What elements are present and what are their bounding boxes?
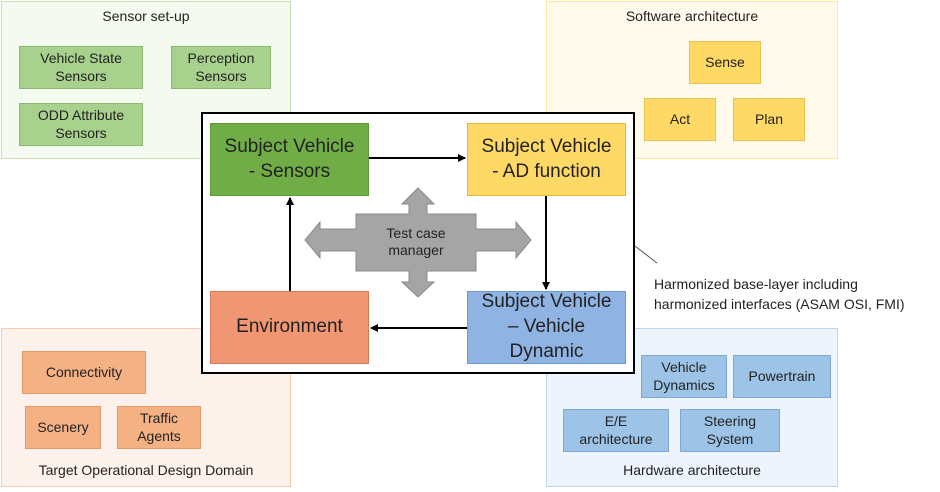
vehicle-state-sensors: Vehicle State Sensors — [19, 46, 143, 89]
sense-block: Sense — [689, 41, 761, 84]
subject-vehicle-sensors: Subject Vehicle - Sensors — [210, 123, 369, 196]
ee-architecture-block: E/E architecture — [563, 409, 669, 452]
traffic-agents-block: Traffic Agents — [117, 406, 201, 449]
test-case-manager-cross — [304, 187, 532, 298]
odd-attribute-sensors: ODD Attribute Sensors — [19, 103, 143, 146]
subject-vehicle-ad-function: Subject Vehicle - AD function — [467, 123, 626, 196]
act-block: Act — [644, 98, 716, 141]
perception-sensors: Perception Sensors — [171, 46, 271, 89]
vehicle-dynamics-block: Vehicle Dynamics — [641, 355, 727, 398]
plan-block: Plan — [733, 98, 805, 141]
steering-system-block: Steering System — [680, 409, 780, 452]
target-odd-title: Target Operational Design Domain — [38, 462, 254, 478]
subject-vehicle-dynamic: Subject Vehicle – Vehicle Dynamic — [467, 291, 626, 364]
scenery-block: Scenery — [25, 406, 101, 449]
hardware-architecture-title: Hardware architecture — [623, 462, 761, 478]
software-architecture-title: Software architecture — [625, 8, 759, 24]
annotation-leader-line — [634, 245, 658, 264]
environment-block: Environment — [210, 291, 369, 364]
harmonized-base-layer-annotation: Harmonized base-layer including harmoniz… — [654, 276, 905, 313]
sensor-setup-title: Sensor set-up — [102, 8, 190, 24]
connectivity-block: Connectivity — [22, 351, 146, 394]
powertrain-block: Powertrain — [733, 355, 831, 398]
test-case-manager-label: Test case manager — [386, 224, 446, 259]
